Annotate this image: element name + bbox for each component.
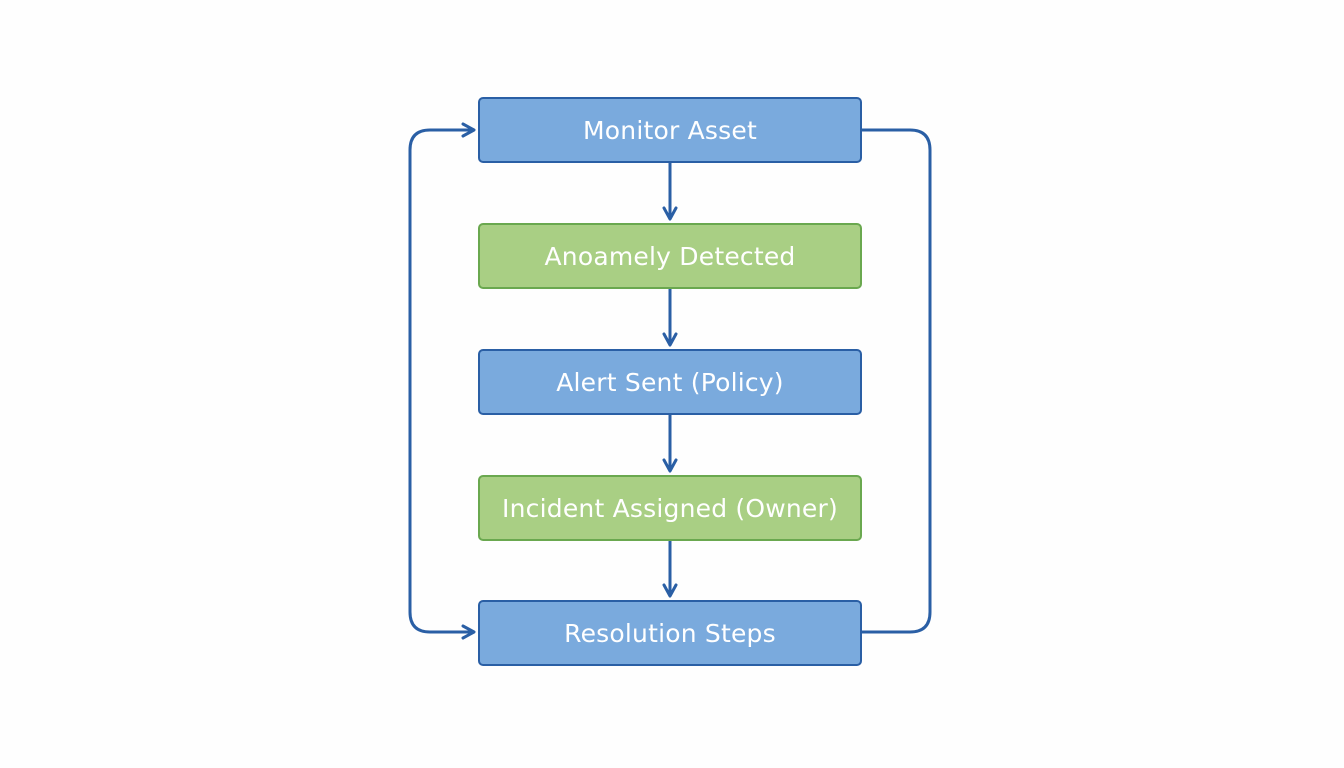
step-incident-assigned: Incident Assigned (Owner) <box>478 475 862 541</box>
step-label: Incident Assigned (Owner) <box>502 493 838 523</box>
step-anomaly-detected: Anoamely Detected <box>478 223 862 289</box>
step-label: Resolution Steps <box>564 618 776 648</box>
step-monitor-asset: Monitor Asset <box>478 97 862 163</box>
step-alert-sent: Alert Sent (Policy) <box>478 349 862 415</box>
left-loop-to-monitor <box>408 122 476 634</box>
step-label: Anoamely Detected <box>544 241 796 271</box>
step-label: Alert Sent (Policy) <box>556 367 784 397</box>
step-label: Monitor Asset <box>583 115 757 145</box>
step-resolution-steps: Resolution Steps <box>478 600 862 666</box>
right-loop-connector <box>862 128 932 634</box>
